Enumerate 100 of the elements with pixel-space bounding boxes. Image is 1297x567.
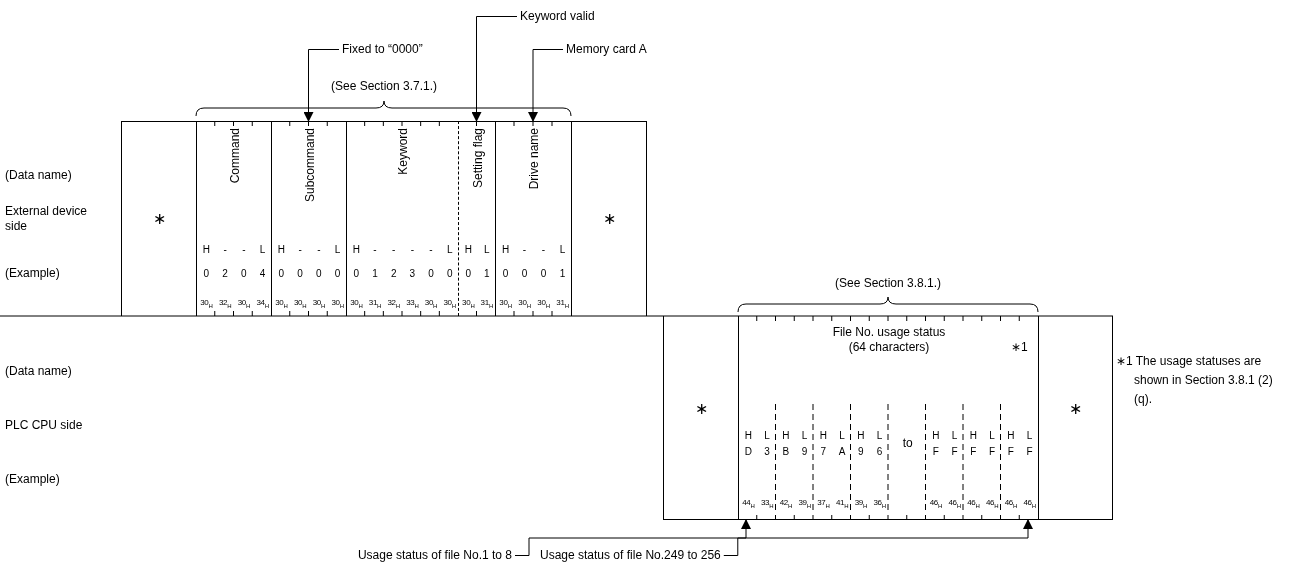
frame-field <box>346 121 458 316</box>
example-value: 6 <box>875 446 884 458</box>
reference-mark: ∗ <box>601 210 617 228</box>
field-name: Subcommand <box>302 128 317 203</box>
ascii-code: 46$_{H}$ <box>947 498 962 511</box>
ascii-code: 30$_{H}$ <box>536 298 551 311</box>
field-name: Command <box>227 128 242 184</box>
ascii-code: 30$_{H}$ <box>442 298 457 311</box>
row-label: (Example) <box>5 472 60 487</box>
byte-order-mark: L <box>258 244 267 256</box>
ascii-code: 30$_{H}$ <box>498 298 513 311</box>
byte-order-mark: - <box>409 244 415 256</box>
frame-field <box>458 121 495 316</box>
example-value: 1 <box>371 268 379 280</box>
section-reference: (See Section 3.8.1.) <box>833 276 943 291</box>
ascii-code: 33$_{H}$ <box>405 298 420 311</box>
example-value: 2 <box>221 268 229 280</box>
byte-order-mark: L <box>558 244 567 256</box>
byte-order-mark: - <box>297 244 303 256</box>
example-value: F <box>988 446 997 458</box>
example-value: 9 <box>857 446 865 458</box>
row-label: PLC CPU side <box>5 418 83 433</box>
byte-order-mark: L <box>482 244 491 256</box>
callout-text: Memory card A <box>566 42 647 57</box>
field-name: File No. usage status (64 characters) <box>831 325 947 355</box>
byte-order-mark: L <box>988 430 996 442</box>
byte-order-mark: H <box>500 244 511 256</box>
byte-order-mark: H <box>276 244 286 256</box>
byte-order-mark: - <box>521 244 528 256</box>
range-word: to <box>901 437 914 449</box>
frame-field <box>271 121 346 316</box>
field-name: Keyword <box>396 128 410 175</box>
byte-order-mark: H <box>781 430 791 442</box>
example-value: 0 <box>277 268 286 280</box>
byte-order-mark: L <box>763 430 771 442</box>
example-value: 2 <box>389 268 398 280</box>
byte-order-mark: L <box>445 244 454 256</box>
ascii-code: 31$_{H}$ <box>555 298 570 311</box>
example-value: F <box>1006 446 1015 458</box>
byte-order-mark: L <box>1025 430 1034 442</box>
callout-text: Usage status of file No.1 to 8 <box>357 548 512 563</box>
ascii-code: 41$_{H}$ <box>834 498 850 511</box>
ascii-code: 30$_{H}$ <box>274 298 289 311</box>
example-value: 0 <box>315 268 323 280</box>
leader-arrow <box>723 519 1033 556</box>
example-value: 0 <box>240 268 248 280</box>
byte-order-mark: - <box>222 244 228 256</box>
byte-order-mark: H <box>931 430 941 442</box>
example-value: 0 <box>333 268 342 280</box>
byte-order-mark: H <box>968 430 978 442</box>
byte-order-mark: L <box>875 430 884 442</box>
ascii-code: 31$_{H}$ <box>479 298 494 311</box>
ascii-code: 30$_{H}$ <box>199 298 214 311</box>
byte-order-mark: - <box>316 244 322 256</box>
example-value: F <box>969 446 978 458</box>
callout-text: Usage status of file No.249 to 256 <box>540 548 721 563</box>
ascii-code: 39$_{H}$ <box>853 498 869 511</box>
ascii-code: 46$_{H}$ <box>966 498 981 511</box>
ascii-code: 46$_{H}$ <box>984 498 1000 511</box>
byte-order-mark: - <box>391 244 397 256</box>
reference-mark: ∗ <box>693 400 709 418</box>
example-value: 1 <box>482 268 491 280</box>
example-value: 0 <box>445 268 454 280</box>
row-label: (Data name) <box>5 168 72 183</box>
byte-order-mark: L <box>333 244 342 256</box>
example-value: F <box>931 446 940 458</box>
leader-arrow <box>303 49 340 122</box>
field-name: Setting flag <box>470 128 485 189</box>
ascii-code: 46$_{H}$ <box>1003 498 1019 511</box>
frame-field <box>738 316 1038 520</box>
ascii-code: 36$_{H}$ <box>872 498 887 511</box>
example-value: 3 <box>408 268 417 280</box>
ascii-code: 46$_{H}$ <box>1022 498 1037 511</box>
byte-order-mark: H <box>743 430 753 442</box>
leader-arrow <box>528 49 564 122</box>
example-value: F <box>1025 446 1034 458</box>
example-value: 0 <box>352 268 361 280</box>
frame-field <box>571 121 647 316</box>
example-value: 7 <box>819 446 828 458</box>
byte-order-mark: - <box>540 244 547 256</box>
footnote: ∗1 The usage statuses are shown in Section 3.8.1 (2) (q). <box>1116 353 1274 408</box>
byte-order-mark: H <box>463 244 473 256</box>
frame-field <box>121 121 196 316</box>
ascii-code: 30$_{H}$ <box>330 298 345 311</box>
ascii-code: 31$_{H}$ <box>367 298 383 311</box>
byte-order-mark: H <box>201 244 211 256</box>
ascii-code: 37$_{H}$ <box>816 498 831 511</box>
byte-order-mark: L <box>950 430 959 442</box>
byte-order-mark: H <box>351 244 361 256</box>
ascii-code: 30$_{H}$ <box>311 298 327 311</box>
byte-order-mark: H <box>856 430 866 442</box>
frame-field <box>1038 316 1113 520</box>
leader-arrow <box>514 519 751 556</box>
ascii-code: 39$_{H}$ <box>797 498 812 511</box>
ascii-code: 30$_{H}$ <box>236 298 252 311</box>
example-value: 0 <box>501 268 510 280</box>
row-label: (Data name) <box>5 364 72 379</box>
example-value: 3 <box>763 446 771 458</box>
field-name: Drive name <box>527 128 541 190</box>
reference-mark: ∗ <box>1068 400 1083 418</box>
